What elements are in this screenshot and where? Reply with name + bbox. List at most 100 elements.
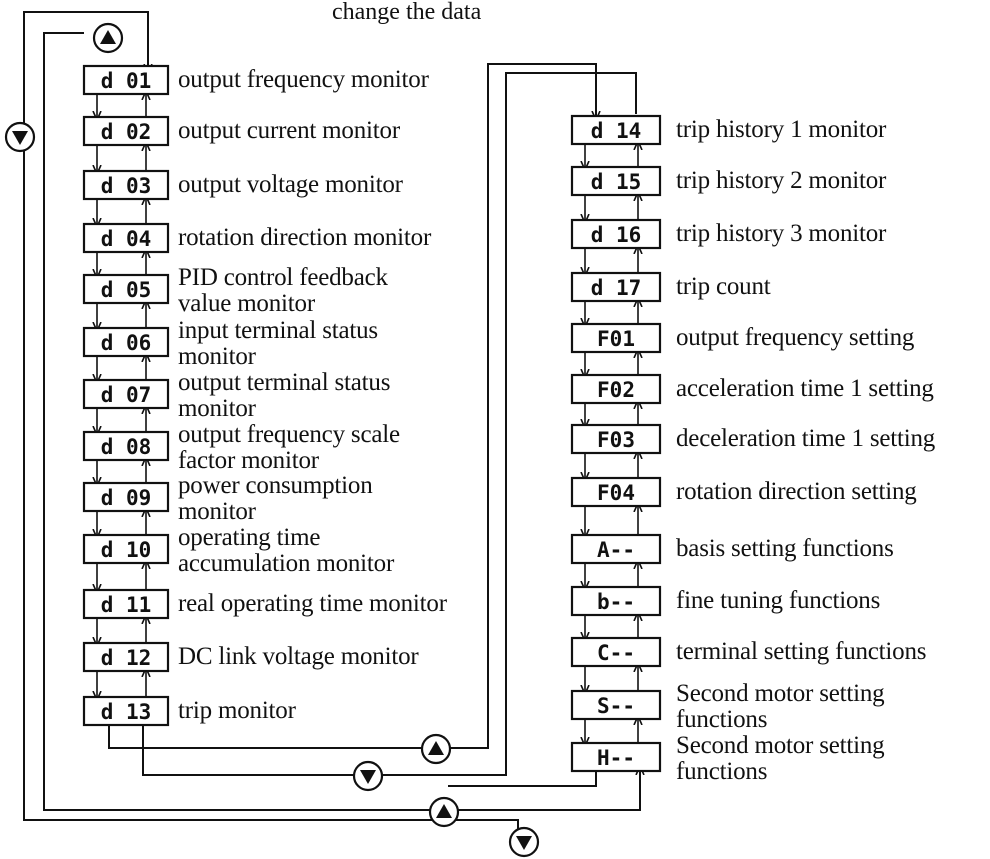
right-display-6: F02 bbox=[570, 373, 662, 405]
right-display-13: H-- bbox=[570, 741, 662, 773]
right-function-label-line: Second motor setting bbox=[676, 732, 885, 759]
right-function-label: terminal setting functions bbox=[676, 638, 927, 665]
right-display-code: C-- bbox=[597, 641, 635, 665]
right-function-label: trip history 3 monitor bbox=[676, 221, 886, 246]
right-function-label: rotation direction setting bbox=[676, 479, 917, 504]
left-function-label: output voltage monitor bbox=[178, 172, 403, 197]
left-function-label-line: output frequency monitor bbox=[178, 66, 429, 93]
left-display-8: d 08 bbox=[82, 430, 170, 462]
right-function-label-line: deceleration time 1 setting bbox=[676, 425, 936, 452]
left-function-label: DC link voltage monitor bbox=[178, 644, 419, 669]
connector-wire-4 bbox=[142, 72, 637, 776]
left-display-code: d 13 bbox=[101, 700, 152, 724]
left-function-label-line: value monitor bbox=[178, 290, 315, 317]
right-function-label: fine tuning functions bbox=[676, 588, 880, 613]
down-key-icon bbox=[4, 121, 36, 153]
right-function-label-line: acceleration time 1 setting bbox=[676, 375, 934, 402]
left-display-column: d 01d 02d 03d 04d 05d 06d 07d 08d 09d 10… bbox=[82, 64, 170, 727]
right-function-label-line: terminal setting functions bbox=[676, 638, 927, 665]
left-function-label-line: operating time bbox=[178, 524, 321, 551]
left-display-code: d 09 bbox=[101, 486, 152, 510]
left-display-7: d 07 bbox=[82, 378, 170, 410]
right-display-12: S-- bbox=[570, 689, 662, 721]
right-function-label: output frequency setting bbox=[676, 325, 914, 350]
right-display-code: d 17 bbox=[591, 276, 642, 300]
right-function-label-line: trip history 1 monitor bbox=[676, 116, 887, 143]
connector-wire-5 bbox=[448, 772, 597, 787]
right-display-code: H-- bbox=[597, 746, 635, 770]
left-function-label-line: accumulation monitor bbox=[178, 550, 395, 577]
left-function-label-line: output current monitor bbox=[178, 117, 400, 144]
down-key-icon bbox=[508, 826, 540, 858]
right-function-label: trip history 1 monitor bbox=[676, 117, 886, 142]
right-display-4: d 17 bbox=[570, 271, 662, 303]
right-display-7: F03 bbox=[570, 423, 662, 455]
left-function-label-line: PID control feedback bbox=[178, 264, 388, 291]
up-key-icon bbox=[420, 733, 452, 765]
left-function-label-line: monitor bbox=[178, 498, 256, 525]
up-key-icon bbox=[428, 796, 460, 828]
right-display-8: F04 bbox=[570, 476, 662, 508]
left-function-label: real operating time monitor bbox=[178, 591, 447, 616]
left-display-code: d 12 bbox=[101, 646, 152, 670]
left-function-label-line: real operating time monitor bbox=[178, 590, 447, 617]
left-display-1: d 01 bbox=[82, 64, 170, 96]
left-display-10: d 10 bbox=[82, 533, 170, 565]
left-display-3: d 03 bbox=[82, 169, 170, 201]
right-display-code: F02 bbox=[597, 378, 635, 402]
left-display-6: d 06 bbox=[82, 326, 170, 358]
right-function-label-line: functions bbox=[676, 706, 768, 733]
right-display-9: A-- bbox=[570, 533, 662, 565]
right-function-label: trip history 2 monitor bbox=[676, 168, 886, 193]
left-function-label-line: input terminal status bbox=[178, 317, 378, 344]
left-function-label-line: monitor bbox=[178, 343, 256, 370]
left-display-code: d 07 bbox=[101, 383, 152, 407]
left-function-label-line: factor monitor bbox=[178, 447, 319, 474]
right-function-label-line: trip history 2 monitor bbox=[676, 167, 887, 194]
left-function-label-line: power consumption bbox=[178, 472, 373, 499]
right-display-code: A-- bbox=[597, 538, 635, 562]
right-function-label: trip count bbox=[676, 274, 771, 299]
left-function-label-line: output voltage monitor bbox=[178, 171, 403, 198]
left-display-code: d 08 bbox=[101, 435, 152, 459]
right-function-label: deceleration time 1 setting bbox=[676, 426, 935, 451]
right-display-code: b-- bbox=[597, 590, 635, 614]
left-display-13: d 13 bbox=[82, 695, 170, 727]
left-display-code: d 03 bbox=[101, 174, 152, 198]
right-function-label-line: basis setting functions bbox=[676, 535, 894, 562]
left-display-code: d 01 bbox=[101, 69, 152, 93]
right-display-code: F04 bbox=[597, 481, 635, 505]
right-function-label-line: fine tuning functions bbox=[676, 587, 881, 614]
right-display-code: d 15 bbox=[591, 170, 642, 194]
left-function-label: trip monitor bbox=[178, 698, 296, 723]
right-display-3: d 16 bbox=[570, 218, 662, 250]
left-display-code: d 02 bbox=[101, 120, 152, 144]
right-display-5: F01 bbox=[570, 322, 662, 354]
right-display-10: b-- bbox=[570, 585, 662, 617]
right-display-code: d 16 bbox=[591, 223, 642, 247]
left-function-label: output current monitor bbox=[178, 118, 400, 143]
right-display-code: S-- bbox=[597, 694, 635, 718]
right-display-1: d 14 bbox=[570, 114, 662, 146]
right-display-2: d 15 bbox=[570, 165, 662, 197]
left-display-code: d 04 bbox=[101, 227, 152, 251]
left-display-2: d 02 bbox=[82, 115, 170, 147]
right-function-label-line: Second motor setting bbox=[676, 680, 885, 707]
left-function-label: output frequency monitor bbox=[178, 67, 429, 92]
right-function-label: acceleration time 1 setting bbox=[676, 376, 934, 401]
right-function-label-line: functions bbox=[676, 758, 768, 785]
right-function-label-line: trip count bbox=[676, 273, 771, 300]
right-display-11: C-- bbox=[570, 636, 662, 668]
left-function-label-line: trip monitor bbox=[178, 697, 296, 724]
left-function-label-line: DC link voltage monitor bbox=[178, 643, 419, 670]
right-function-label-line: rotation direction setting bbox=[676, 478, 917, 505]
